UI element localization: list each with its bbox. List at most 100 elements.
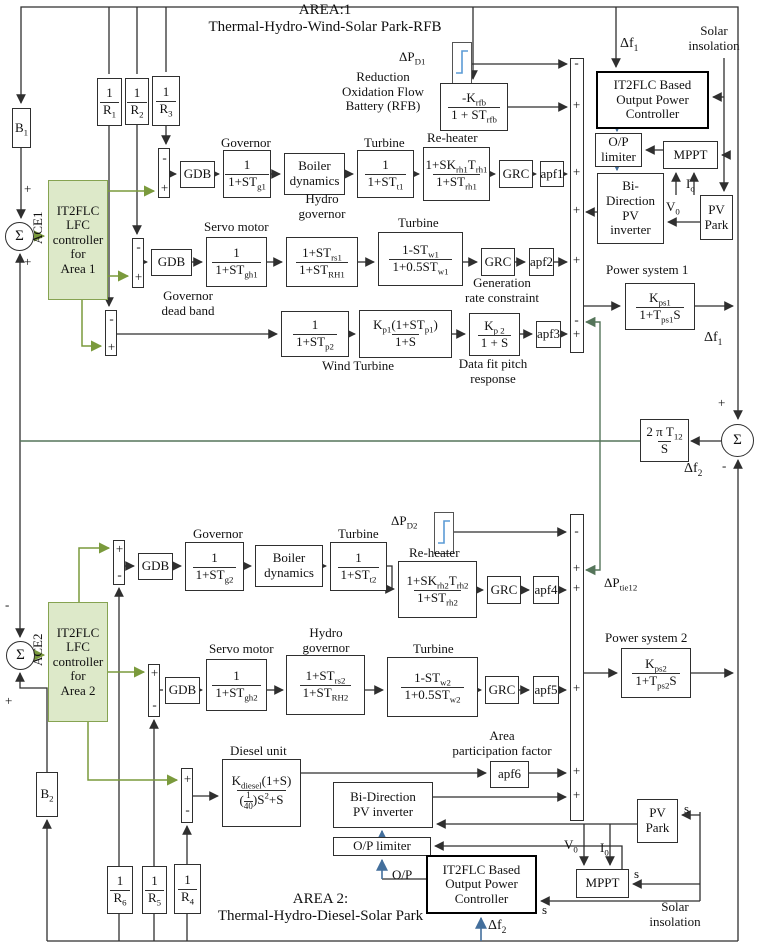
gdb-thermal1-block: GDB (180, 161, 215, 188)
ace2-label: ACE2 (30, 633, 45, 667)
sum-thermal2-plus: + (115, 541, 124, 556)
bar2-sign-dpd2: - (574, 523, 579, 538)
wires-green-controller (33, 185, 179, 786)
apf5-block: apf5 (533, 676, 559, 704)
dpd2-label: ΔPD2 (391, 513, 418, 531)
wires-blue (376, 120, 623, 941)
df2-mid-label: Δf2 (684, 461, 703, 479)
grc-thermal1-block: GRC (499, 160, 533, 188)
diesel-caption: Diesel unit (230, 743, 287, 758)
i0-label-area2: I0 (600, 840, 609, 858)
area1-title: AREA:1 Thermal-Hydro-Wind-Solar Park-RFB (170, 2, 480, 36)
sum-wind1-plus: + (107, 339, 116, 354)
sum-diesel-minus: - (185, 802, 190, 817)
sign-b2-plus: + (5, 693, 13, 708)
bar1-sign-apf3: + (572, 326, 581, 341)
dpd1-label: ΔPD1 (399, 49, 426, 67)
bar2-sign-apf6: + (572, 763, 581, 778)
area2-title: AREA 2: Thermal-Hydro-Diesel-Solar Park (148, 891, 493, 925)
bar1-sign-rfb: + (572, 97, 581, 112)
area1-title-line1: AREA:1 (298, 2, 352, 18)
bar1-sign-apf1: + (572, 164, 581, 179)
grc-hydro1-block: GRC (481, 248, 515, 276)
apf1-block: apf1 (540, 161, 564, 187)
sum-thermal2-minus: - (117, 567, 122, 582)
bar1-sign-apf2: + (572, 252, 581, 267)
grc-hydro2-block: GRC (485, 676, 519, 704)
bar2-sign-tie: + (572, 560, 581, 575)
s-label-mppt: s (634, 866, 640, 881)
sum-hydro2-plus: + (150, 665, 159, 680)
op-label: O/P (392, 867, 413, 882)
sum-bar-area1 (570, 58, 584, 353)
sign-tiesum-plus: + (718, 395, 726, 410)
turbine1-caption: Turbine (364, 135, 405, 150)
sum-diesel-plus: + (183, 771, 192, 786)
bar2-sign-apf4: + (572, 580, 581, 595)
df1-right-label: Δf1 (704, 330, 723, 348)
hydroturb1-caption: Turbine (398, 215, 439, 230)
sum-bar-area2 (570, 514, 584, 821)
sum-diesel (181, 768, 193, 823)
tie-sum-circle: Σ (721, 424, 754, 457)
bar1-sign-tie: - (574, 312, 579, 327)
sum-hydro1-plus: + (134, 269, 143, 284)
power-system2-caption: Power system 2 (605, 630, 688, 645)
wind-turbine-caption: Wind Turbine (322, 358, 395, 373)
reheater2-caption: Re-heater (409, 545, 460, 560)
sum-wind1 (105, 310, 117, 356)
bar2-sign-inverter: + (572, 787, 581, 802)
sum-thermal1-minus: - (162, 150, 167, 165)
wind-kp1-block: Kp1(1+STp1)1+S (359, 310, 452, 358)
sum-thermal1-plus: + (160, 180, 169, 195)
ace1-label: ACE1 (30, 211, 45, 245)
governor1-caption: Governor (221, 135, 271, 150)
apf3-block: apf3 (536, 321, 561, 348)
v0-label-area1: V0 (666, 199, 680, 217)
servo2-caption: Servo motor (209, 641, 274, 656)
bar2-sign-apf5: + (572, 680, 581, 695)
step-load2-icon (434, 512, 454, 554)
sum-wind1-minus: - (109, 311, 114, 326)
sum-hydro1-minus: - (136, 239, 141, 254)
gdb-hydro1-block: GDB (151, 249, 192, 276)
sum-ace1-circle: Σ (5, 222, 34, 251)
v0-label-area2: V0 (564, 837, 578, 855)
sign-tie1-plus: + (24, 254, 32, 269)
power-system1-caption: Power system 1 (606, 262, 689, 277)
apf2-block: apf2 (529, 248, 554, 276)
servo1-caption: Servo motor (204, 219, 269, 234)
reheater1-caption: Re-heater (427, 130, 478, 145)
